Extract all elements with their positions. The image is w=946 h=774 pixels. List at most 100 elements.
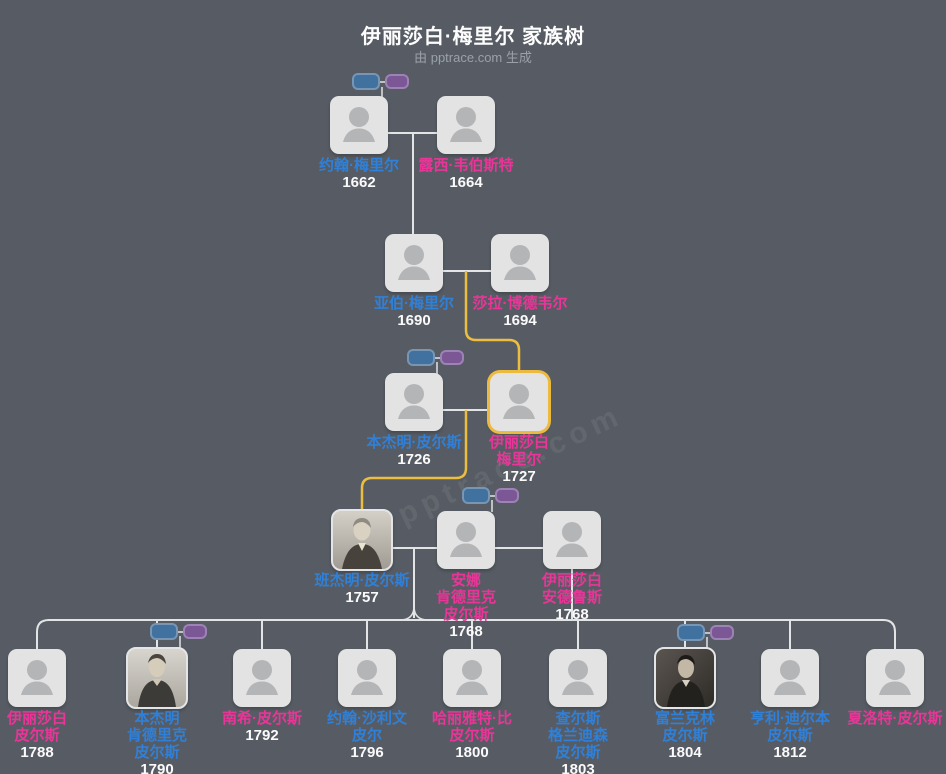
page-subtitle: 由 pptrace.com 生成 (414, 50, 532, 65)
person-card-gen4-wife2[interactable]: 伊丽莎白 安德鲁斯 1768 (542, 511, 602, 623)
person-name: 富兰克林 皮尔斯 (654, 710, 715, 744)
avatar-placeholder-icon (385, 234, 443, 292)
union-female-chip-icon (440, 350, 464, 365)
union-male-chip-icon (352, 73, 380, 90)
avatar-placeholder-icon (8, 649, 66, 707)
union-male-chip-icon (462, 487, 490, 504)
person-name: 班杰明·皮尔斯 (314, 572, 410, 589)
person-card-gen4-wife1[interactable]: 安娜 肯德里克 皮尔斯 1768 (436, 511, 496, 640)
person-name: 伊丽莎白 安德鲁斯 (541, 572, 602, 606)
union-male-chip-icon (407, 349, 435, 366)
avatar-placeholder-icon (543, 511, 601, 569)
union-icon-child2[interactable] (150, 623, 207, 650)
person-card-gen1-mother[interactable]: 露西·韦伯斯特 1664 (419, 96, 514, 191)
person-card-child-1[interactable]: 伊丽莎白 皮尔斯 1788 (7, 649, 67, 761)
person-name: 约翰·沙利文 皮尔 (327, 710, 407, 744)
avatar-placeholder-icon (233, 649, 291, 707)
person-name: 夏洛特·皮尔斯 (847, 710, 943, 727)
person-year: 1804 (668, 744, 702, 761)
family-connectors (36, 132, 896, 649)
person-year: 1788 (20, 744, 54, 761)
person-name: 南希·皮尔斯 (222, 710, 302, 727)
person-name: 伊丽莎白 皮尔斯 (6, 710, 67, 744)
person-year: 1662 (342, 174, 376, 191)
person-year: 1768 (449, 623, 483, 640)
portrait-image (654, 647, 716, 709)
avatar-placeholder-icon (338, 649, 396, 707)
person-year: 1800 (455, 744, 489, 761)
avatar-placeholder-icon (330, 96, 388, 154)
union-icon-gen1[interactable] (352, 73, 409, 97)
person-name: 本杰明 肯德里克 皮尔斯 (126, 710, 187, 761)
person-card-child-3[interactable]: 南希·皮尔斯 1792 (222, 649, 302, 744)
union-icon-child7[interactable] (677, 624, 734, 650)
union-stem (491, 500, 493, 512)
union-link (178, 630, 183, 633)
union-female-chip-icon (183, 624, 207, 639)
avatar-placeholder-icon (437, 96, 495, 154)
person-year: 1757 (345, 589, 379, 606)
person-name: 本杰明·皮尔斯 (366, 434, 462, 451)
person-year: 1792 (245, 727, 279, 744)
person-name: 查尔斯 格兰迪森 皮尔斯 (547, 710, 608, 761)
union-male-chip-icon (150, 623, 178, 640)
person-year: 1796 (350, 744, 384, 761)
person-name: 哈丽雅特·比 皮尔斯 (432, 710, 512, 744)
person-name: 露西·韦伯斯特 (418, 157, 514, 174)
person-card-gen2-mother[interactable]: 莎拉·博德韦尔 1694 (473, 234, 568, 329)
highlight-path-gold (360, 271, 521, 510)
person-card-root-highlighted[interactable]: 伊丽莎白 梅里尔 1727 (489, 373, 549, 485)
person-card-child-2[interactable]: 本杰明 肯德里克 皮尔斯 1790 (126, 647, 188, 774)
person-card-child-5[interactable]: 哈丽雅特·比 皮尔斯 1800 (432, 649, 512, 761)
person-name: 亚伯·梅里尔 (374, 295, 454, 312)
union-icon-gen4[interactable] (462, 487, 519, 512)
union-stem (436, 362, 438, 374)
person-card-child-4[interactable]: 约翰·沙利文 皮尔 1796 (327, 649, 407, 761)
union-female-chip-icon (385, 74, 409, 89)
union-stem (706, 637, 708, 650)
avatar-placeholder-icon (385, 373, 443, 431)
person-year: 1768 (555, 606, 589, 623)
union-stem (179, 636, 181, 650)
union-icon-gen3[interactable] (407, 349, 464, 374)
person-year: 1726 (397, 451, 431, 468)
person-name: 莎拉·博德韦尔 (472, 295, 568, 312)
person-year: 1664 (449, 174, 483, 191)
person-card-child-7[interactable]: 富兰克林 皮尔斯 1804 (654, 647, 716, 761)
person-card-child-9[interactable]: 夏洛特·皮尔斯 (848, 649, 943, 727)
avatar-placeholder-icon (866, 649, 924, 707)
avatar-placeholder-icon (761, 649, 819, 707)
avatar-placeholder-icon (490, 373, 548, 431)
person-card-child-8[interactable]: 亨利·迪尔本 皮尔斯 1812 (750, 649, 830, 761)
person-year: 1690 (397, 312, 431, 329)
person-name: 伊丽莎白 梅里尔 (488, 434, 549, 468)
avatar-placeholder-icon (491, 234, 549, 292)
person-year: 1694 (503, 312, 537, 329)
avatar-placeholder-icon (437, 511, 495, 569)
person-year: 1812 (773, 744, 807, 761)
union-female-chip-icon (710, 625, 734, 640)
union-female-chip-icon (495, 488, 519, 503)
portrait-image (331, 509, 393, 571)
union-link (435, 356, 440, 359)
union-male-chip-icon (677, 624, 705, 641)
person-card-gen1-father[interactable]: 约翰·梅里尔 1662 (319, 96, 399, 191)
portrait-image (126, 647, 188, 709)
page-title: 伊丽莎白·梅里尔 家族树 (360, 26, 586, 48)
union-link (705, 631, 710, 634)
person-name: 安娜 肯德里克 皮尔斯 (435, 572, 496, 623)
person-name: 约翰·梅里尔 (319, 157, 399, 174)
union-link (490, 494, 495, 497)
person-card-gen3-father[interactable]: 本杰明·皮尔斯 1726 (367, 373, 462, 468)
person-card-child-6[interactable]: 查尔斯 格兰迪森 皮尔斯 1803 (548, 649, 608, 774)
person-year: 1803 (561, 761, 595, 774)
person-card-gen2-father[interactable]: 亚伯·梅里尔 1690 (374, 234, 454, 329)
avatar-placeholder-icon (549, 649, 607, 707)
union-link (380, 80, 385, 83)
person-year: 1727 (502, 468, 536, 485)
person-name: 亨利·迪尔本 皮尔斯 (750, 710, 830, 744)
avatar-placeholder-icon (443, 649, 501, 707)
person-card-gen4-son[interactable]: 班杰明·皮尔斯 1757 (315, 509, 410, 606)
